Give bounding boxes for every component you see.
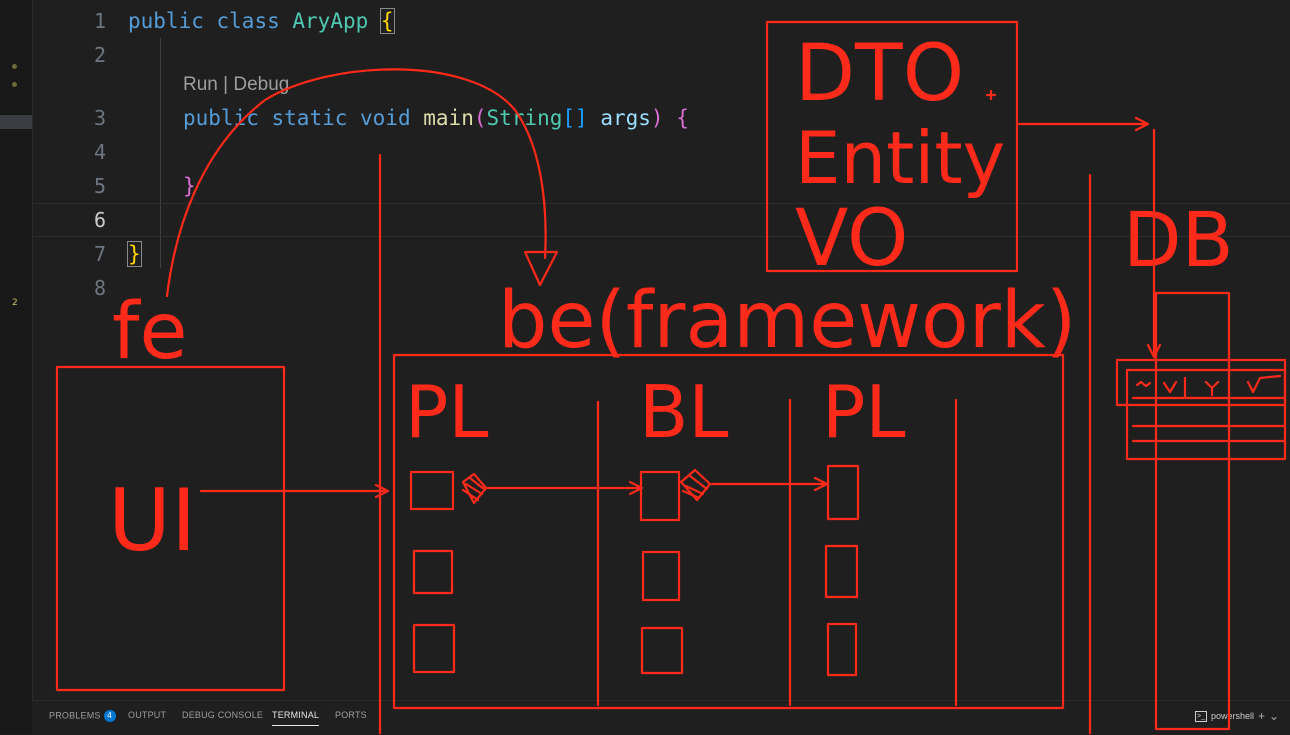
line-number: 1 (93, 9, 106, 33)
terminal-profile[interactable]: >_ powershell + ⌄ (1195, 709, 1279, 723)
code-line[interactable]: 2 (32, 38, 1290, 72)
tab-output[interactable]: OUTPUT (128, 710, 167, 720)
code-line[interactable]: 1 public class AryApp { (32, 4, 1290, 38)
code-line[interactable]: 5 } (32, 169, 1290, 203)
modified-dot (12, 82, 17, 87)
line-code: public class AryApp { (128, 8, 395, 34)
line-code: } (183, 174, 196, 198)
line-number: 6 (93, 208, 106, 232)
active-indicator (0, 115, 32, 129)
new-terminal-icon[interactable]: + (1258, 709, 1266, 723)
problems-count-badge: 4 (103, 710, 116, 722)
chevron-down-icon[interactable]: ⌄ (1269, 709, 1280, 723)
shell-label: powershell (1211, 711, 1255, 721)
line-number: 2 (93, 43, 106, 67)
line-number: 3 (93, 106, 106, 130)
line-code: } (127, 241, 142, 267)
code-line[interactable]: 7 } (32, 237, 1290, 271)
line-number: 5 (93, 174, 106, 198)
modified-dot (12, 64, 17, 69)
line-number: 4 (93, 140, 106, 164)
terminal-icon: >_ (1195, 710, 1207, 722)
line-number: 8 (93, 276, 106, 300)
tab-terminal[interactable]: TERMINAL (272, 710, 320, 726)
code-line[interactable]: 4 (32, 135, 1290, 169)
code-editor[interactable]: 1 public class AryApp { 2 Run | Debug 3 … (32, 0, 1290, 700)
tab-ports[interactable]: PORTS (335, 710, 367, 720)
code-line[interactable]: 8 (32, 271, 1290, 305)
codelens-run-debug[interactable]: Run | Debug (183, 74, 290, 95)
gutter-badge: 2 (12, 298, 18, 308)
tab-debug-console[interactable]: DEBUG CONSOLE (182, 710, 264, 720)
indent-guide (160, 38, 161, 268)
line-number: 7 (93, 242, 106, 266)
code-line-current[interactable]: 6 (32, 203, 1290, 237)
activity-strip: 2 (0, 0, 33, 734)
line-code: public static void main(String[] args) { (183, 106, 689, 130)
code-line[interactable]: 3 public static void main(String[] args)… (32, 101, 1290, 135)
